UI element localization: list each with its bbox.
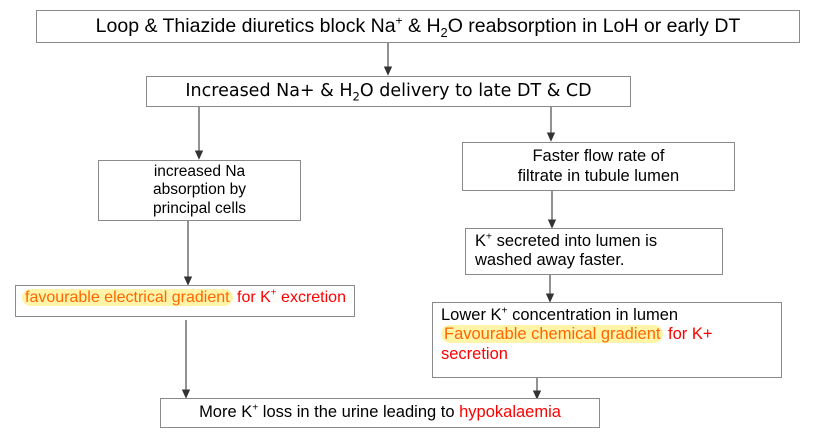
line-2: washed away faster. xyxy=(475,251,625,270)
superscript-plus: + xyxy=(270,287,277,299)
node-secreted-body: K+ secreted into lumen is washed away fa… xyxy=(475,232,722,271)
superscript-plus: + xyxy=(252,402,259,414)
node-flow-body: Faster flow rate of filtrate in tubule l… xyxy=(518,147,679,186)
line-2: Favourable chemical gradient for K+ xyxy=(441,325,713,344)
line-3: principal cells xyxy=(152,199,247,217)
line-1: increased Na xyxy=(153,163,246,181)
node-more-k-loss-hypokalaemia: More K+ loss in the urine leading to hyp… xyxy=(160,398,600,428)
node-electrical-body: favourable electrical gradient for K+ ex… xyxy=(22,287,354,308)
line-2: filtrate in tubule lumen xyxy=(517,166,680,185)
superscript-plus: + xyxy=(395,13,403,28)
text-segment: for K xyxy=(232,289,271,306)
text-segment: Lower K xyxy=(441,306,502,324)
node-faster-flow-rate: Faster flow rate of filtrate in tubule l… xyxy=(462,142,735,191)
text-segment: for K+ xyxy=(663,325,713,344)
node-top-cause-text: Loop & Thiazide diuretics block Na+ & H2… xyxy=(95,13,741,40)
line-1: Faster flow rate of xyxy=(532,147,665,166)
subscript-two: 2 xyxy=(440,24,448,40)
node-lower-body: Lower K+ concentration in lumen Favourab… xyxy=(441,306,781,364)
highlighted-phrase: favourable electrical gradient xyxy=(22,289,233,306)
node-increased-delivery-text: Increased Na+ & H2O delivery to late DT … xyxy=(185,81,591,102)
text-segment: Increased Na+ & H xyxy=(185,81,353,102)
text-segment: O delivery to late DT & CD xyxy=(359,81,592,102)
node-lower-k-concentration: Lower K+ concentration in lumen Favourab… xyxy=(432,302,782,378)
line-3: secretion xyxy=(441,345,508,363)
text-segment: secreted into lumen is xyxy=(491,232,658,250)
node-principal-body: increased Na absorption by principal cel… xyxy=(153,163,246,218)
node-increased-na-absorption: increased Na absorption by principal cel… xyxy=(98,160,301,221)
node-k-secreted-washed-away: K+ secreted into lumen is washed away fa… xyxy=(465,228,723,275)
text-segment: O reabsorption in LoH or early DT xyxy=(447,15,741,37)
node-bottom-text: More K+ loss in the urine leading to hyp… xyxy=(199,403,561,422)
superscript-plus: + xyxy=(501,305,508,317)
node-favourable-electrical-gradient: favourable electrical gradient for K+ ex… xyxy=(15,285,355,317)
text-segment: Loop & Thiazide diuretics block Na xyxy=(95,15,396,37)
line-2: absorption by xyxy=(152,181,247,199)
text-segment: & H xyxy=(402,15,441,37)
text-segment: excretion xyxy=(276,289,346,306)
line-1: K+ secreted into lumen is xyxy=(475,232,657,250)
highlighted-phrase: Favourable chemical gradient xyxy=(441,325,664,344)
text-segment: loss in the urine leading to xyxy=(258,403,460,422)
subscript-two: 2 xyxy=(352,89,360,104)
text-segment: More K xyxy=(199,403,253,422)
text-segment: concentration in lumen xyxy=(507,306,679,324)
outcome-term: hypokalaemia xyxy=(459,403,561,422)
superscript-plus: + xyxy=(486,231,492,243)
line-1: Lower K+ concentration in lumen xyxy=(441,306,678,324)
node-top-cause: Loop & Thiazide diuretics block Na+ & H2… xyxy=(36,10,800,43)
text-segment: K xyxy=(475,232,487,250)
node-increased-delivery: Increased Na+ & H2O delivery to late DT … xyxy=(146,76,631,107)
text-segment: secretion xyxy=(441,344,508,363)
